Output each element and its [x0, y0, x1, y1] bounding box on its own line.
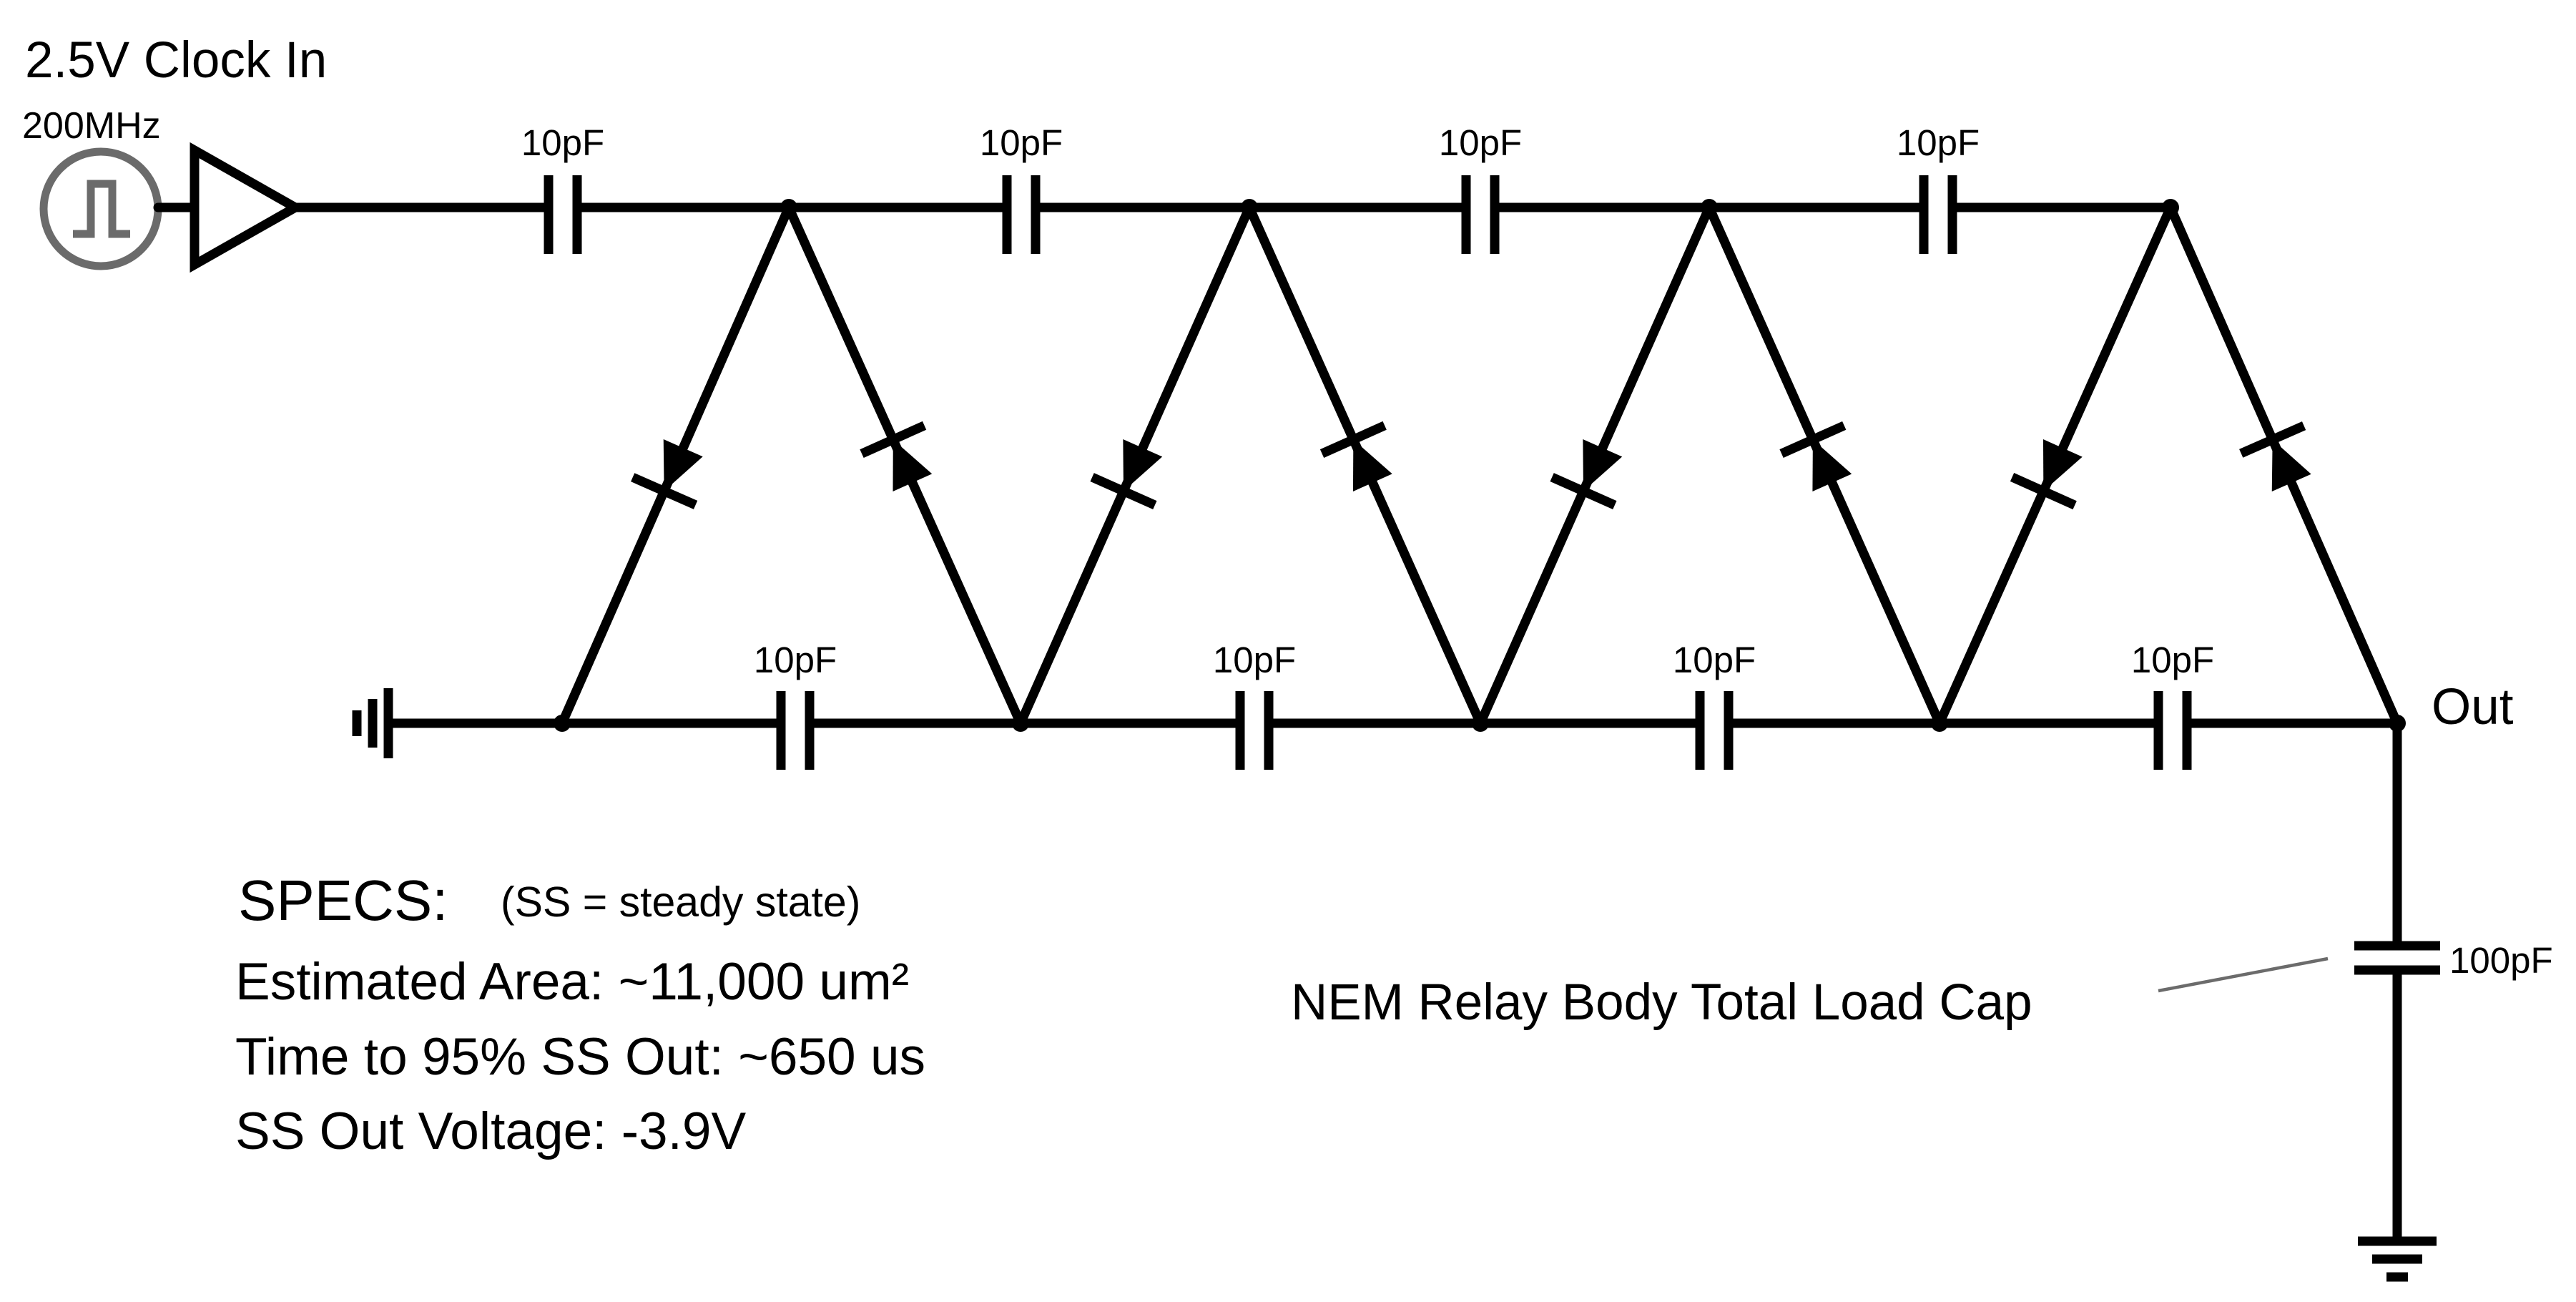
specs-heading: SPECS: [238, 868, 448, 932]
bottom-cap-label: 10pF [754, 640, 837, 680]
clock-title: 2.5V Clock In [25, 32, 327, 89]
diode-icon [2042, 439, 2083, 491]
load-cap-leader-line [2158, 956, 2329, 993]
diode-cathode-bar [1779, 421, 1847, 458]
ground-icon [352, 688, 393, 758]
diode-cathode-bar [1319, 421, 1387, 459]
buffer-icon [190, 142, 305, 273]
top-cap-label: 10pF [1897, 122, 1980, 163]
spec-line: SS Out Voltage: -3.9V [235, 1102, 747, 1160]
diode-cathode-bar [631, 473, 698, 509]
spec-line: Time to 95% SS Out: ~650 us [235, 1028, 925, 1086]
diode-cathode-bar [2239, 421, 2306, 458]
capacitor-icon [776, 691, 815, 770]
diode-icon [663, 439, 703, 491]
bottom-cap-label: 10pF [1213, 640, 1296, 680]
diode-cathode-bar [1550, 473, 1617, 509]
diode-icon [1352, 439, 1392, 491]
capacitor-icon [544, 175, 582, 254]
clock-frequency: 200MHz [22, 105, 161, 147]
ground-icon [2358, 1236, 2437, 1282]
load-cap-caption: NEM Relay Body Total Load Cap [1291, 974, 2032, 1031]
capacitor-icon [1695, 691, 1734, 770]
top-cap-label: 10pF [521, 122, 604, 163]
spec-line: Estimated Area: ~11,000 um² [235, 953, 909, 1011]
diode-icon [893, 439, 933, 491]
diode-cathode-bar [2010, 472, 2077, 510]
bottom-cap-label: 10pF [1673, 640, 1756, 680]
capacitor-icon [1919, 175, 1957, 254]
diode-icon [1812, 439, 1852, 491]
diode-cathode-bar [860, 421, 927, 459]
load-cap-value: 100pF [2449, 940, 2553, 981]
diode-chain [557, 202, 2402, 728]
diode-icon [1583, 439, 1623, 491]
capacitor-icon [1235, 691, 1274, 770]
diode-icon [2271, 439, 2311, 491]
top-cap-label: 10pF [980, 122, 1063, 163]
square-wave-source-icon [39, 147, 162, 270]
specs-note: (SS = steady state) [501, 878, 860, 926]
bottom-cap-label: 10pF [2131, 640, 2214, 680]
diode-cathode-bar [1090, 473, 1157, 509]
capacitor-icon [1002, 175, 1041, 254]
capacitor-icon [2153, 691, 2192, 770]
diode-icon [1123, 439, 1163, 491]
capacitor-icon [1461, 175, 1500, 254]
top-cap-label: 10pF [1439, 122, 1522, 163]
output-label: Out [2432, 679, 2514, 735]
